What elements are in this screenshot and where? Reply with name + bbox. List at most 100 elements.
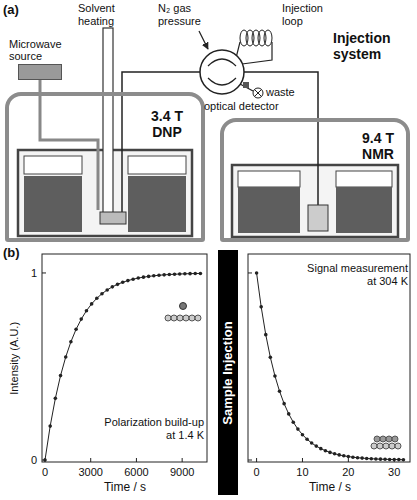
molecule [374,436,380,442]
data-point [369,457,373,461]
data-point [314,444,318,448]
axis-tick [394,458,395,462]
transfer-line [317,118,319,205]
data-point [310,441,314,445]
transfer-line [121,92,123,212]
molecule-icon [371,436,401,449]
data-point [162,273,166,277]
data-curve [255,271,405,461]
data-point [360,456,364,460]
gas-arrow [199,31,208,49]
plot-note: Polarization build-up at 1.4 K [104,416,204,441]
data-point [351,455,355,459]
data-point [121,280,125,284]
data-point [152,274,156,278]
data-point [54,397,58,401]
box-label: Microwave source [9,38,79,63]
magnet-label: 9.4 T NMR [348,130,408,162]
data-point [173,272,177,276]
tick-label: 3000 [78,466,102,479]
data-point [131,277,135,281]
plot-note: Signal measurement at 304 K [306,262,408,287]
tick-label: 9000 [170,466,194,479]
axis-title: Intensity (A.U.) [8,322,21,395]
magnet-housing [232,165,398,237]
data-point [74,327,78,331]
axis-tick [136,458,137,462]
tick-label: 30 [388,466,400,479]
data-point [296,427,300,431]
injection-loop-coil [264,30,272,46]
band-label: Sample Injection [221,321,236,424]
tick-label: 0 [31,454,37,467]
coil-cap [238,171,300,187]
axis-tick [348,458,349,462]
data-point [388,458,392,462]
axis-tick [248,272,252,273]
magnet-coil [24,176,82,232]
data-point [48,424,52,428]
data-point [168,273,172,277]
molecule [189,315,195,321]
molecule [380,436,386,442]
solvent-tube [103,28,113,216]
part-label: N₂ gas pressure [158,2,222,27]
injection-valve [200,50,244,94]
loop-lead [242,42,272,64]
part-label: Solvent heating [78,2,140,27]
waste-outlet [253,88,263,98]
optical-detector [243,82,249,88]
data-point [305,437,309,441]
data-point [264,333,268,337]
data-point [85,309,89,313]
data-point [374,457,378,461]
data-point [59,374,63,378]
radical [180,303,187,310]
data-point [397,458,401,462]
data-point [116,283,120,287]
molecule [183,315,189,321]
data-point [79,317,83,321]
axis-tick [90,458,91,462]
data-point [282,402,286,406]
data-point [193,272,197,276]
panel-letter: (a) [3,3,19,18]
valve-channel [208,59,236,66]
data-point [147,275,151,279]
data-point [111,285,115,289]
data-point [319,447,323,451]
tick-label: 20 [342,466,354,479]
sample-cup [100,212,126,224]
section-title: Injection system [333,30,413,62]
molecule [195,315,201,321]
coil-cap [128,156,186,174]
nmr-probe [308,205,328,231]
panel-letter: (b) [3,246,20,261]
waveguide-connector [39,80,42,92]
data-point [69,340,73,344]
data-point [333,452,337,456]
part-label: waste [266,86,295,99]
valve-channel [208,78,236,85]
axis-title: Time / s [104,481,146,495]
magnet-coil [128,176,186,232]
molecule [392,436,398,442]
data-point [356,456,360,460]
data-point [291,420,295,424]
axis-tick [45,458,46,462]
molecule [371,443,377,449]
data-point [126,279,130,283]
part-label: Injection loop [282,2,344,27]
data-point [100,292,104,296]
injection-band: Sample Injection [218,250,238,495]
data-point [259,305,263,309]
axis-tick [256,458,257,462]
molecule [377,443,383,449]
plot-frame [42,254,207,462]
axis-tick [302,458,303,462]
data-point [90,302,94,306]
tick-label: 0 [254,466,260,479]
data-point [342,454,346,458]
data-point [142,275,146,279]
magnet-coil [336,187,392,233]
